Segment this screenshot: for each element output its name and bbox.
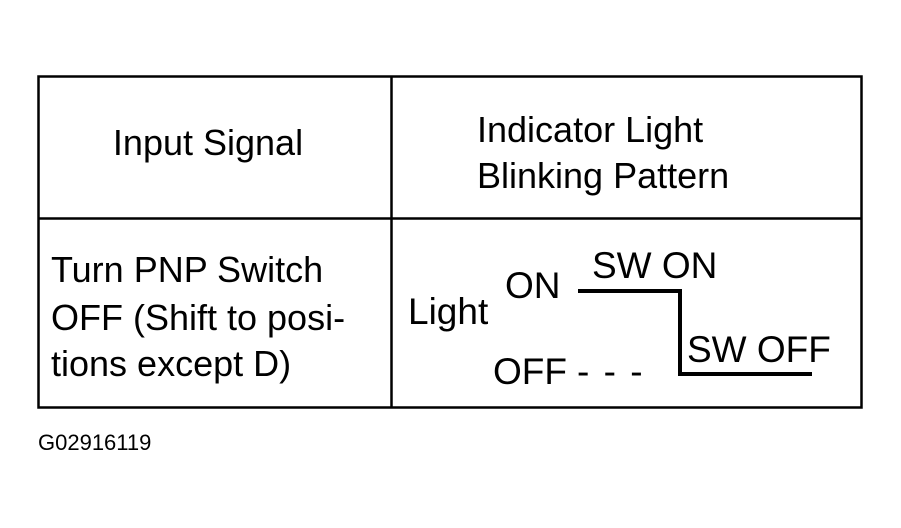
header-input-signal: Input Signal [113, 122, 303, 163]
table-border [37, 75, 863, 409]
off-level-label: OFF [493, 351, 567, 392]
off-dashed-baseline: - - - [577, 351, 645, 392]
sw-on-label: SW ON [592, 245, 717, 286]
input-signal-line-1: Turn PNP Switch [51, 249, 323, 290]
sw-off-label: SW OFF [687, 329, 831, 370]
input-signal-line-2: OFF (Shift to posi- [51, 297, 345, 338]
header-indicator-light: Indicator Light [477, 109, 703, 150]
light-axis-label: Light [408, 291, 489, 332]
light-signal-waveform [578, 289, 812, 376]
header-blinking-pattern: Blinking Pattern [477, 155, 729, 196]
on-level-label: ON [505, 265, 561, 306]
figure-code: G02916119 [38, 430, 151, 455]
input-signal-line-3: tions except D) [51, 343, 291, 384]
